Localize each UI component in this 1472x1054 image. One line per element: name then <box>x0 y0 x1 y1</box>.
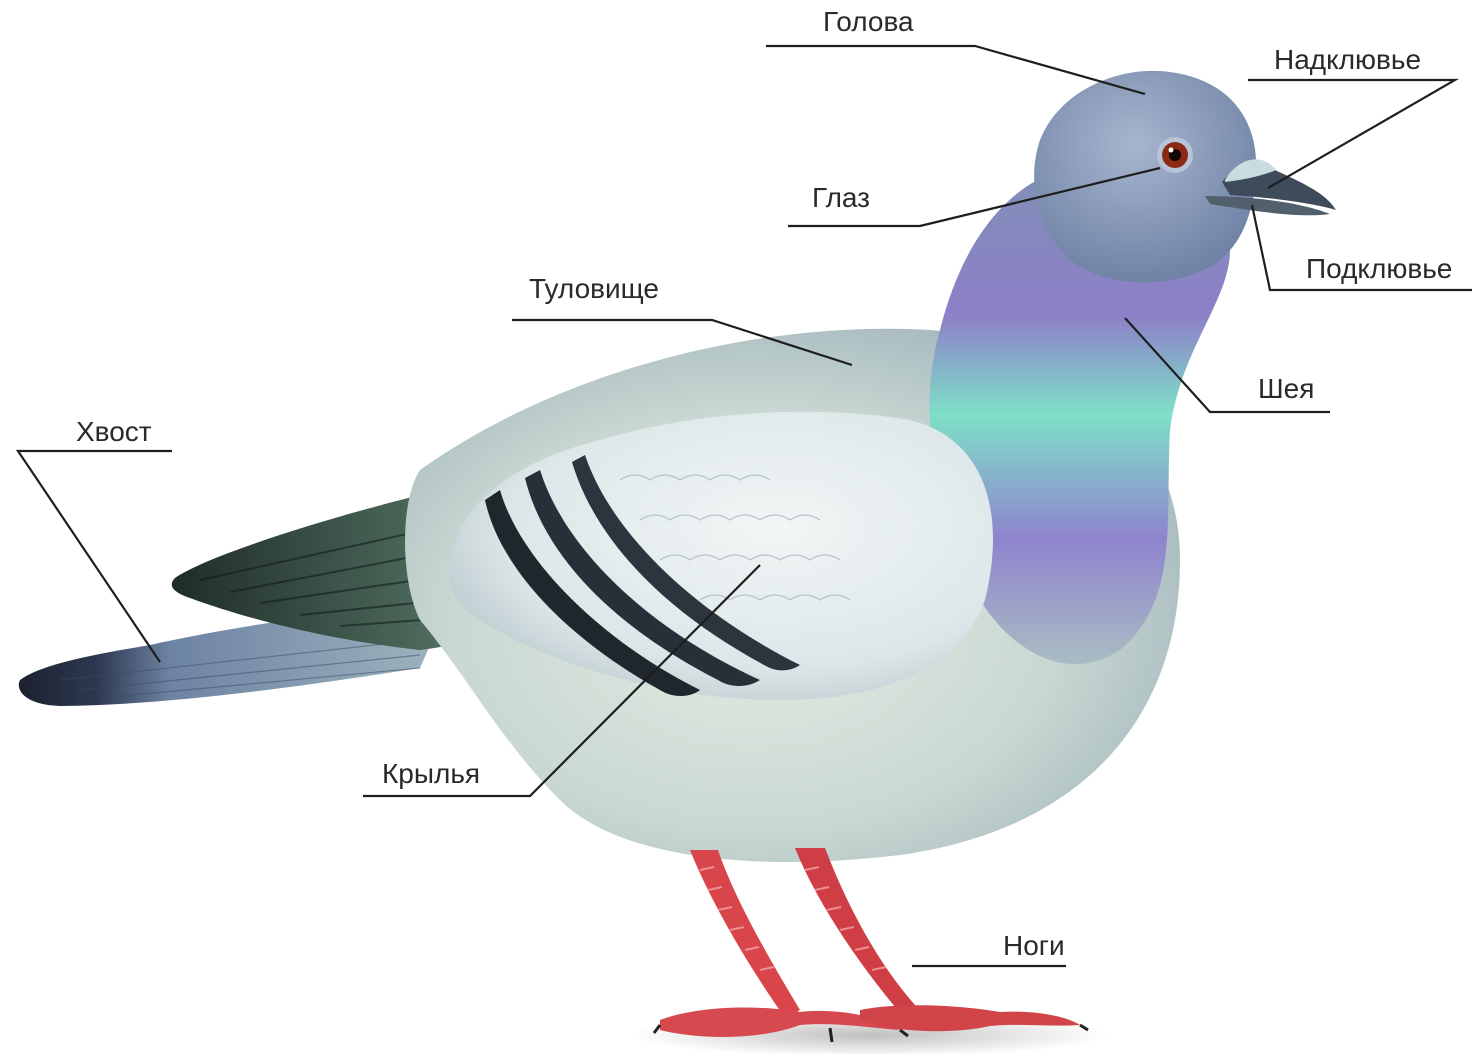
head-shape <box>1034 71 1256 283</box>
label-wings: Крылья <box>382 758 480 790</box>
label-tail: Хвост <box>76 416 152 448</box>
label-legs: Ноги <box>1003 930 1065 962</box>
leader-line-tail <box>18 451 172 662</box>
label-head: Голова <box>823 6 914 38</box>
label-upper-beak: Надклювье <box>1274 44 1421 76</box>
leader-line-upper-beak <box>1248 80 1455 188</box>
label-eye: Глаз <box>812 182 870 214</box>
left-leg <box>690 850 800 1018</box>
right-leg <box>795 848 915 1013</box>
eye-highlight <box>1169 148 1174 153</box>
label-lower-beak: Подклювье <box>1306 253 1452 285</box>
label-body: Туловище <box>529 273 659 305</box>
leader-line-head <box>766 46 1145 94</box>
label-neck: Шея <box>1258 373 1314 405</box>
